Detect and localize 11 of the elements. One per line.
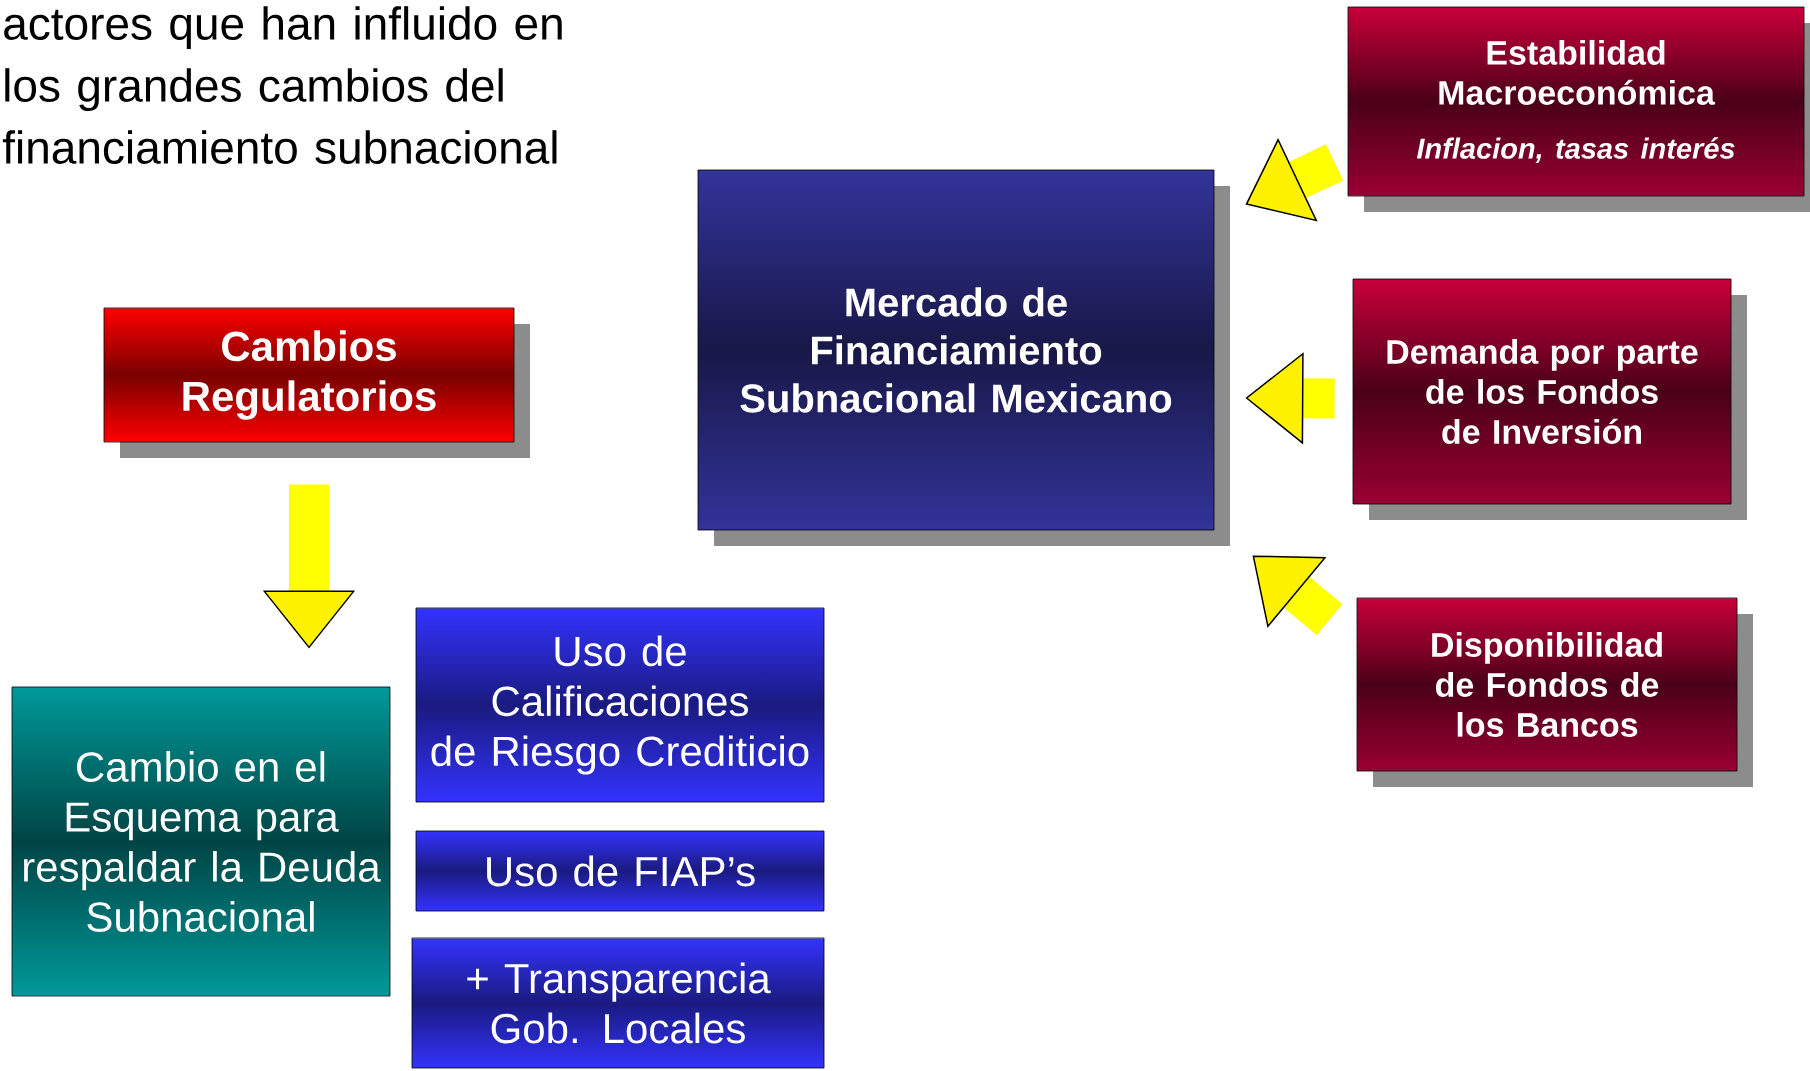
- factor-box: Estabilidad Macroeconómica Inflacion, tasas interés: [1347, 6, 1810, 212]
- market-box: Mercado de Financiamiento Subnacional Mexicano: [697, 169, 1230, 546]
- item-box: + Transparencia Gob. Locales: [411, 937, 825, 1069]
- factor-box: Demanda por parte de los Fondos de Inversión: [1352, 278, 1747, 520]
- item-box: Uso de Calificaciones de Riesgo Crediticio: [415, 607, 825, 803]
- heading: actores que han influido en los grandes cambios del financiamiento subnacional: [2, 6, 562, 164]
- factor-box: Disponibilidad de Fondos de los Bancos: [1356, 597, 1753, 787]
- item-box: Uso de FIAP’s: [415, 830, 825, 912]
- block-arrow: [1252, 555, 1343, 635]
- scheme-box: Cambio en el Esquema para respaldar la Deuda Subnacional: [11, 686, 391, 997]
- category-box: Cambios Regulatorios: [103, 307, 530, 458]
